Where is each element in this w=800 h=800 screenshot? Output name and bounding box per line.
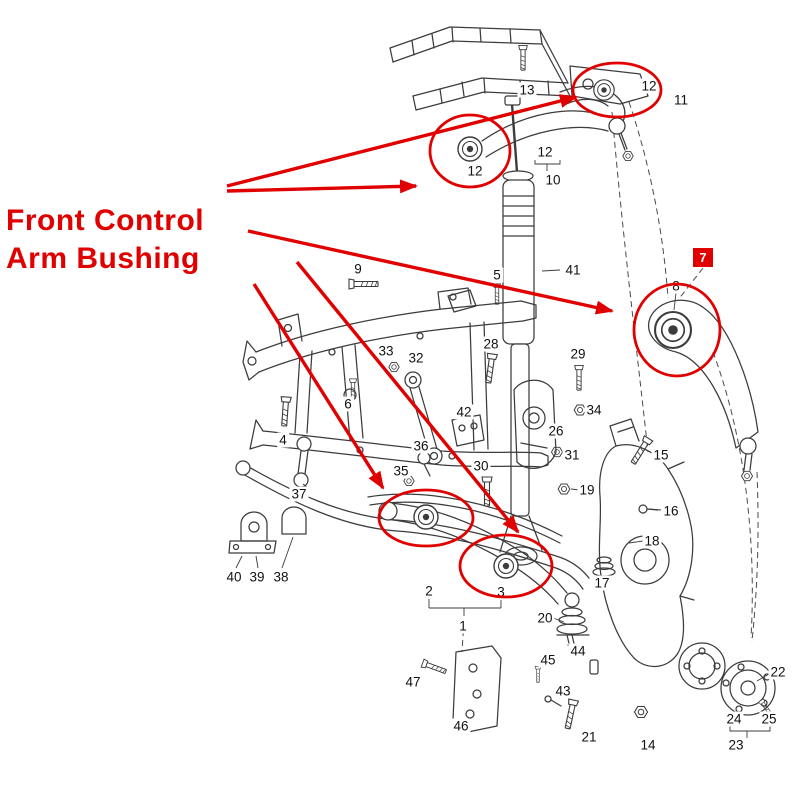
part-label-36: 36 xyxy=(411,438,431,454)
part-label-22: 22 xyxy=(768,664,788,680)
part-label-2: 2 xyxy=(423,583,435,599)
part-label-18: 18 xyxy=(642,533,662,549)
part-label-40: 40 xyxy=(224,569,244,585)
label-brackets xyxy=(428,160,771,738)
part-label-12: 12 xyxy=(639,78,659,94)
part-label-6: 6 xyxy=(342,396,354,412)
part-label-9: 9 xyxy=(352,261,364,277)
part-label-42: 42 xyxy=(454,404,474,420)
pointer-arrow-5 xyxy=(295,260,520,534)
part-label-44: 44 xyxy=(568,643,588,659)
part-label-12: 12 xyxy=(535,144,555,160)
pointer-arrow-2 xyxy=(226,179,418,194)
part-label-39: 39 xyxy=(247,569,267,585)
part-label-28: 28 xyxy=(481,336,501,352)
part-label-30: 30 xyxy=(471,458,491,474)
highlight-circle-3 xyxy=(632,282,722,378)
body-structure xyxy=(389,26,649,111)
part-label-24: 24 xyxy=(724,711,744,727)
part-label-43: 43 xyxy=(553,683,573,699)
highlight-circle-2 xyxy=(428,113,512,189)
highlighted-part-ref-box: 7 xyxy=(693,248,713,267)
part-label-12: 12 xyxy=(465,163,485,179)
part-label-3: 3 xyxy=(495,584,507,600)
clevis-36 xyxy=(417,451,431,477)
pointer-arrow-4 xyxy=(252,283,385,490)
pin-43 xyxy=(544,695,562,707)
part-label-10: 10 xyxy=(543,172,563,188)
part-label-26: 26 xyxy=(546,423,566,439)
part-label-46: 46 xyxy=(451,718,471,734)
part-label-47: 47 xyxy=(403,674,423,690)
part-label-11: 11 xyxy=(671,92,691,108)
highlight-circle-5 xyxy=(458,533,554,599)
part-label-33: 33 xyxy=(376,343,396,359)
upright-bracket-26 xyxy=(513,379,557,470)
clip-44 xyxy=(589,659,599,675)
lower-control-arm-rear xyxy=(648,299,759,482)
part-label-35: 35 xyxy=(391,463,411,479)
part-label-13: 13 xyxy=(517,82,537,98)
part-label-4: 4 xyxy=(277,432,289,448)
part-label-34: 34 xyxy=(584,402,604,418)
diagram-title: Front Control Arm Bushing xyxy=(6,202,204,278)
steering-knuckle xyxy=(598,418,695,667)
part-label-37: 37 xyxy=(289,486,309,502)
leader-lines xyxy=(235,269,770,682)
part-label-1: 1 xyxy=(457,618,469,634)
part-label-38: 38 xyxy=(271,569,291,585)
part-label-8: 8 xyxy=(670,278,682,294)
part-label-25: 25 xyxy=(759,711,779,727)
part-label-41: 41 xyxy=(563,262,583,278)
part-label-5: 5 xyxy=(491,267,503,283)
pointer-arrow-3 xyxy=(247,229,614,315)
highlight-circle-1 xyxy=(571,61,663,119)
part-label-16: 16 xyxy=(661,503,681,519)
part-label-32: 32 xyxy=(406,350,426,366)
pointer-arrow-1 xyxy=(226,94,578,188)
lower-control-arm-front xyxy=(367,493,568,605)
part-label-20: 20 xyxy=(535,610,555,626)
highlight-circle-4 xyxy=(377,488,475,548)
part-label-21: 21 xyxy=(579,729,599,745)
part-label-29: 29 xyxy=(568,346,588,362)
part-label-14: 14 xyxy=(638,737,658,753)
part-label-45: 45 xyxy=(538,652,558,668)
part-label-31: 31 xyxy=(562,447,582,463)
title-line-1: Front Control xyxy=(6,204,205,237)
part-label-23: 23 xyxy=(726,737,746,753)
part-label-17: 17 xyxy=(592,575,612,591)
part-label-15: 15 xyxy=(651,447,671,463)
title-line-2: Arm Bushing xyxy=(6,242,200,275)
part-label-19: 19 xyxy=(577,482,597,498)
